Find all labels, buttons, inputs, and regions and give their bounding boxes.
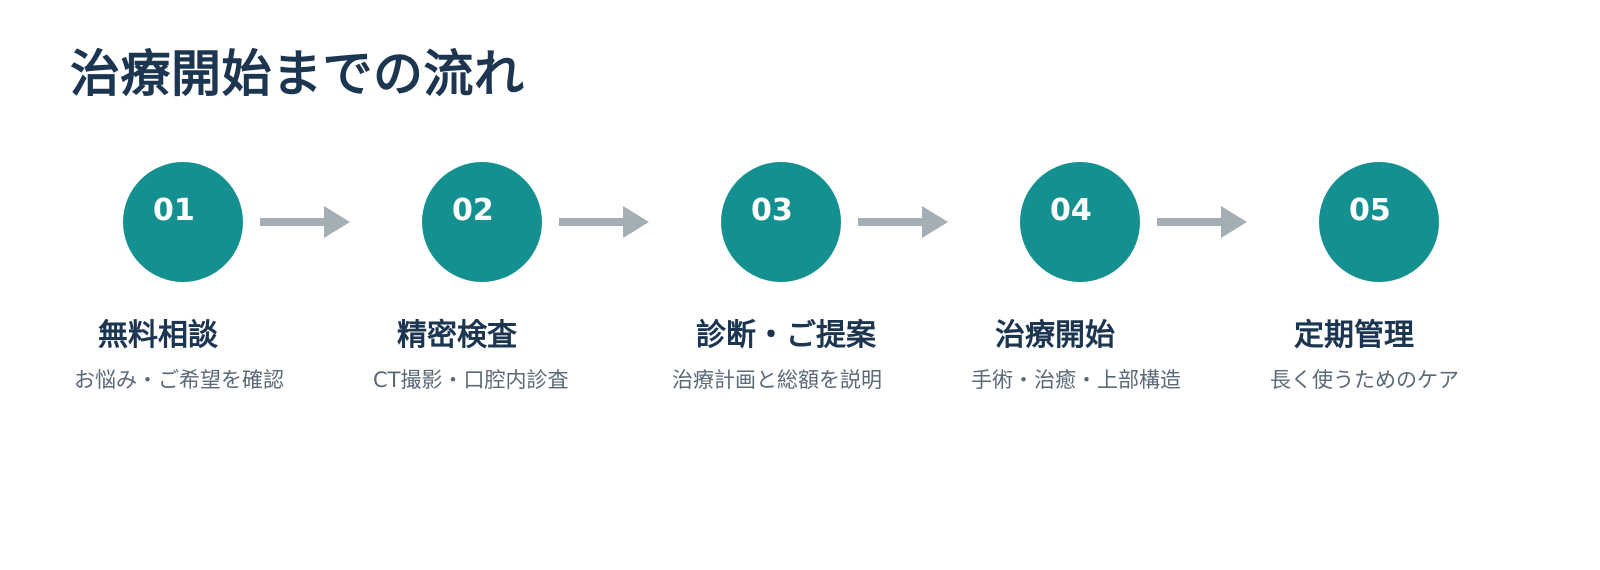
arrow-right-icon <box>260 206 350 238</box>
step-number-circle: 04 <box>1020 162 1140 282</box>
step-description: 長く使うためのケア <box>1270 368 1459 392</box>
step-number: 02 <box>452 193 494 228</box>
step-number-circle: 03 <box>721 162 841 282</box>
step-description: お悩み・ご希望を確認 <box>74 368 284 392</box>
step-title: 無料相談 <box>98 318 218 353</box>
step-number: 04 <box>1050 193 1092 228</box>
step-number-circle: 05 <box>1319 162 1439 282</box>
step-description: 治療計画と総額を説明 <box>672 368 882 392</box>
step-description: CT撮影・口腔内診査 <box>373 368 569 392</box>
step-number: 03 <box>751 193 793 228</box>
step-number-circle: 02 <box>422 162 542 282</box>
step-title: 定期管理 <box>1294 318 1414 353</box>
step-title: 精密検査 <box>397 318 517 353</box>
step-number: 05 <box>1349 193 1391 228</box>
step-title: 治療開始 <box>995 318 1115 353</box>
step-description: 手術・治癒・上部構造 <box>971 368 1181 392</box>
step-title: 診断・ご提案 <box>696 318 876 353</box>
step-number-circle: 01 <box>123 162 243 282</box>
step-number: 01 <box>153 193 195 228</box>
arrow-right-icon <box>1157 206 1247 238</box>
page-title: 治療開始までの流れ <box>70 45 525 103</box>
arrow-right-icon <box>858 206 948 238</box>
arrow-right-icon <box>559 206 649 238</box>
